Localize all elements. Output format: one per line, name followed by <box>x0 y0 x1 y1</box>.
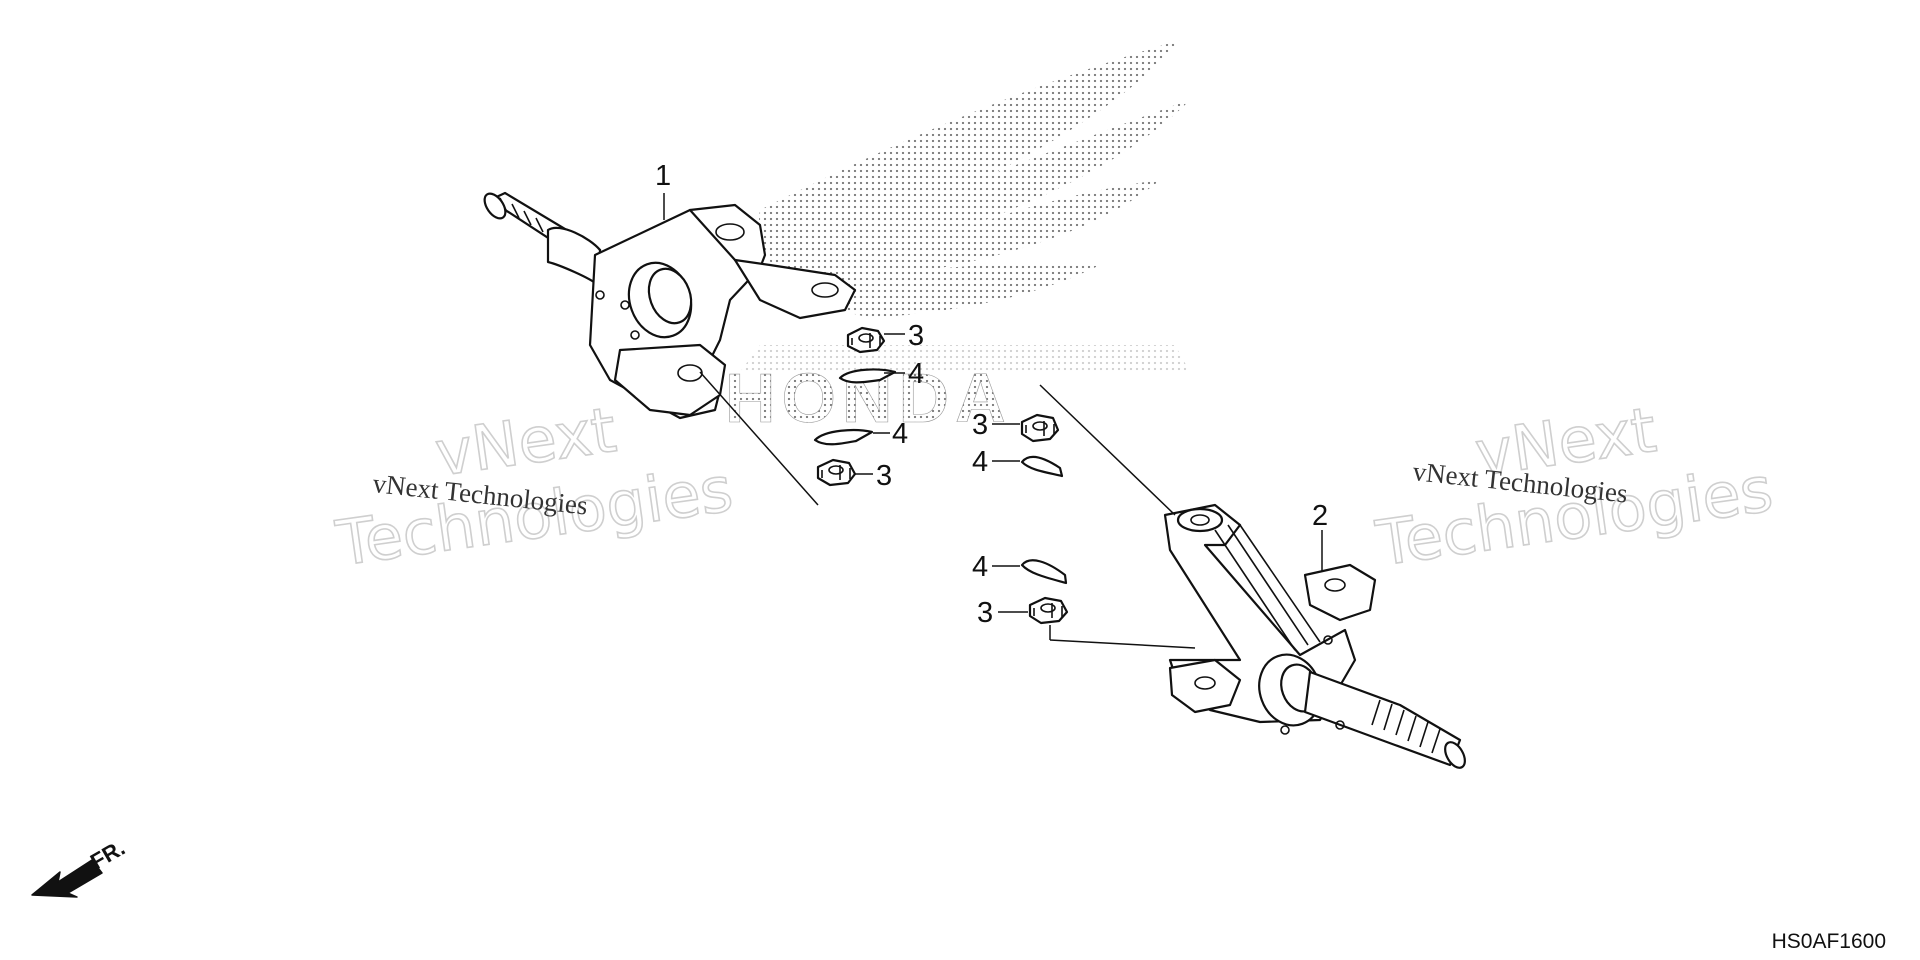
callout-part-1: 1 <box>655 160 671 192</box>
callout-part-3-d: 3 <box>977 597 993 629</box>
leader-lines <box>663 193 1323 649</box>
callout-part-3-b: 3 <box>876 460 892 492</box>
front-direction-arrow: FR. <box>31 835 129 898</box>
cotter-pin-1 <box>838 368 897 384</box>
castle-nut-3 <box>1020 413 1060 443</box>
right-knuckle <box>1163 503 1466 769</box>
castle-nut-4 <box>1028 596 1069 625</box>
diagram-code: HS0AF1600 <box>1772 930 1886 953</box>
callout-part-3-a: 3 <box>908 320 924 352</box>
left-knuckle <box>483 191 857 420</box>
callout-part-2: 2 <box>1312 500 1328 532</box>
arrow-left-down-icon <box>31 859 103 898</box>
callout-part-4-d: 4 <box>972 551 988 583</box>
cotter-pin-3 <box>1020 455 1064 478</box>
callout-part-4-b: 4 <box>892 418 908 450</box>
callouts: 1 2 3 4 4 3 3 4 4 3 <box>655 160 1328 629</box>
castle-nut-1 <box>846 326 886 354</box>
castle-nut-2 <box>816 458 857 487</box>
callout-part-4-c: 4 <box>972 446 988 478</box>
callout-part-3-c: 3 <box>972 409 988 441</box>
cotter-pin-4 <box>1020 559 1068 585</box>
honda-wing-logo: HONDA <box>725 40 1190 437</box>
cotter-pin-2 <box>813 429 874 446</box>
callout-part-4-a: 4 <box>908 358 924 390</box>
